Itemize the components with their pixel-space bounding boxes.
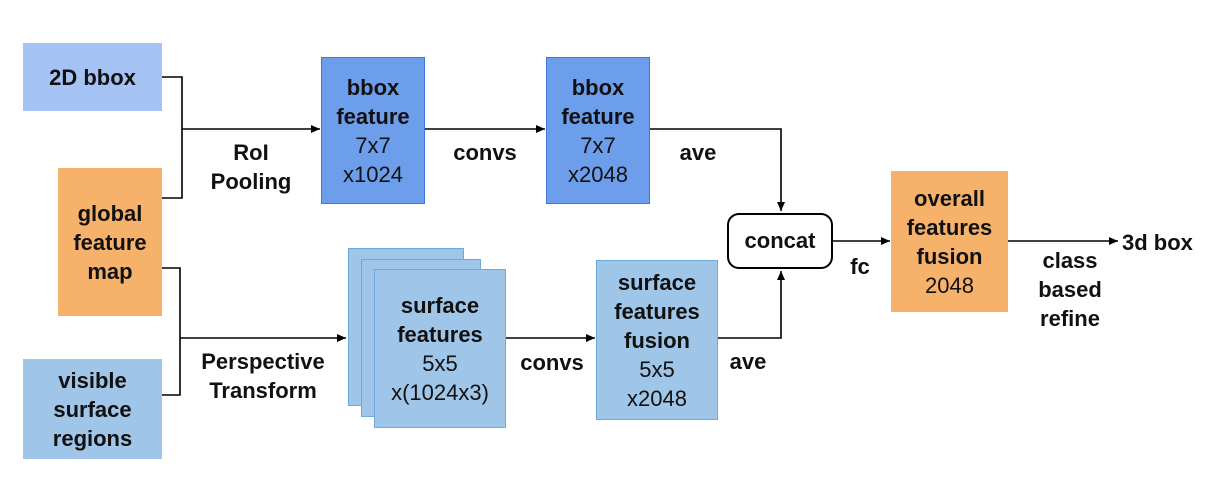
label-class-based-refine: class based refine [1020, 246, 1120, 333]
node-2d-bbox-label: 2D bbox [49, 64, 136, 90]
node-bbox-feature-2048-title-2: feature [561, 103, 635, 129]
node-overall-features-fusion-title-3: fusion [916, 243, 983, 269]
label-ave-top: ave [679, 140, 717, 165]
edge-ave-bottom [718, 271, 785, 339]
node-overall-features-fusion-title-1: overall [914, 185, 985, 211]
node-concat-label: concat [744, 228, 816, 253]
node-global-feature-map-line-2: feature [73, 229, 147, 255]
node-bbox-feature-1024-title-1: bbox [346, 74, 400, 100]
node-visible-surface-regions-line-2: surface [53, 396, 132, 422]
node-global-feature-map-line-1: global [77, 200, 143, 226]
label-fc: fc [850, 254, 870, 279]
node-overall-features-fusion-detail-1: 2048 [925, 272, 974, 298]
node-global-feature-map-line-3: map [87, 258, 133, 284]
label-perspective-transform-line-2: Transform [209, 378, 317, 403]
node-surface-features-fusion-title-1: surface [617, 269, 697, 295]
node-bbox-feature-1024-detail-1: 7x7 [355, 132, 391, 158]
node-overall-features-fusion: overall features fusion 2048 [891, 171, 1008, 312]
node-surface-features-detail-1: 5x5 [422, 350, 458, 376]
label-perspective-transform-line-1: Perspective [201, 349, 325, 374]
edge-ave-top [650, 128, 785, 211]
node-3d-box: 3d box [1122, 230, 1193, 255]
node-visible-surface-regions-line-1: visible [58, 367, 127, 393]
node-surface-features-fusion-title-2: features [614, 298, 700, 324]
node-bbox-feature-1024-detail-2: x1024 [343, 161, 403, 187]
label-convs-bottom: convs [520, 350, 584, 375]
label-class-based-refine-line-1: class [1042, 248, 1098, 273]
edge-perspective-merge [162, 267, 181, 396]
node-bbox-feature-2048-title-1: bbox [571, 74, 625, 100]
label-roi-pooling: RoI Pooling [196, 138, 306, 196]
node-bbox-feature-2048: bbox feature 7x7 x2048 [546, 57, 650, 204]
label-roi-pooling-line-2: Pooling [210, 169, 292, 194]
node-bbox-feature-2048-detail-2: x2048 [568, 161, 628, 187]
node-concat: concat [727, 213, 833, 269]
node-surface-features-fusion-detail-2: x2048 [627, 385, 687, 411]
label-class-based-refine-line-2: based [1038, 277, 1102, 302]
node-visible-surface-regions-line-3: regions [52, 425, 133, 451]
label-roi-pooling-line-1: RoI [233, 140, 269, 165]
node-visible-surface-regions: visible surface regions [23, 359, 162, 459]
label-perspective-transform: Perspective Transform [178, 347, 348, 405]
node-surface-features-detail-2: x(1024x3) [391, 379, 489, 405]
label-convs-top: convs [453, 140, 517, 165]
label-class-based-refine-line-3: refine [1040, 306, 1100, 331]
node-bbox-feature-2048-detail-1: 7x7 [580, 132, 616, 158]
node-2d-bbox: 2D bbox [23, 43, 162, 111]
node-bbox-feature-1024-title-2: feature [336, 103, 410, 129]
label-ave-bottom: ave [729, 349, 767, 374]
node-surface-features-title-1: surface [400, 292, 480, 318]
node-surface-features-fusion-detail-1: 5x5 [639, 356, 675, 382]
edge-2dbbox-merge [162, 76, 183, 199]
node-global-feature-map: global feature map [58, 168, 162, 316]
node-surface-features-fusion: surface features fusion 5x5 x2048 [596, 260, 718, 420]
node-overall-features-fusion-title-2: features [906, 214, 993, 240]
node-bbox-feature-1024: bbox feature 7x7 x1024 [321, 57, 425, 204]
node-surface-features-fusion-title-3: fusion [624, 327, 690, 353]
node-surface-features-title-2: features [397, 321, 483, 347]
node-surface-features: surface features 5x5 x(1024x3) [374, 269, 506, 428]
